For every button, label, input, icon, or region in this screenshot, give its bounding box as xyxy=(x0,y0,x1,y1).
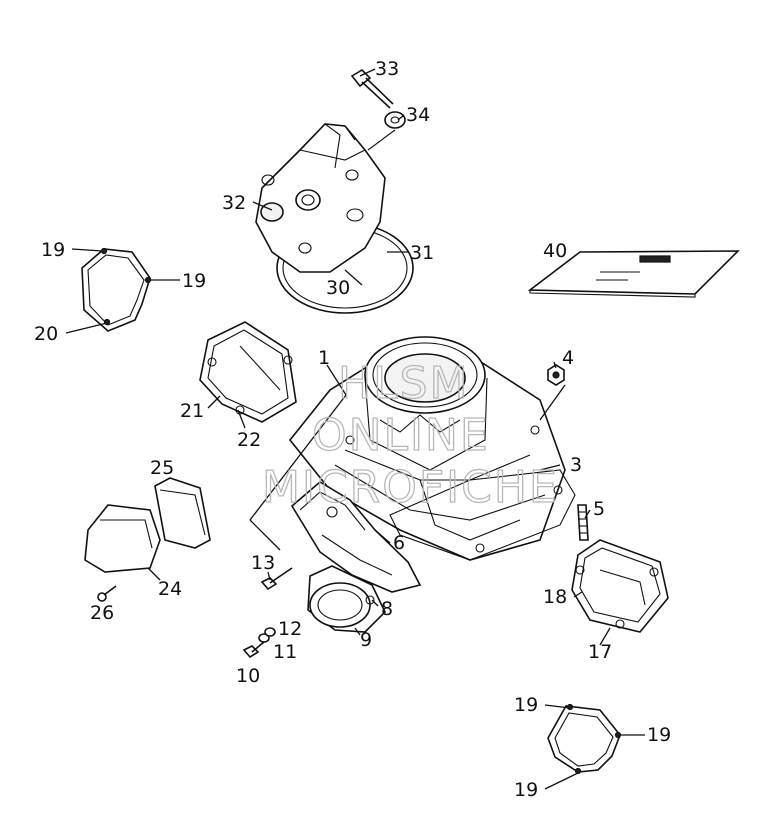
label-24: 24 xyxy=(158,578,182,600)
manual-booklet xyxy=(527,250,740,298)
label-22: 22 xyxy=(237,429,261,451)
label-40: 40 xyxy=(543,240,567,262)
label-9: 9 xyxy=(360,629,372,651)
cylinder-head xyxy=(255,123,396,273)
label-20: 20 xyxy=(34,323,58,345)
leader-lines xyxy=(65,68,645,790)
nut xyxy=(547,364,565,386)
base-gasket xyxy=(389,469,576,561)
screw xyxy=(260,567,293,591)
label-6: 6 xyxy=(393,532,405,554)
label-11: 11 xyxy=(273,641,297,663)
label-33: 33 xyxy=(375,58,399,80)
watermark-line-3: MICROFICHE xyxy=(262,462,559,513)
label-13: 13 xyxy=(251,552,275,574)
label-19-c: 19 xyxy=(514,694,538,716)
label-19-a: 19 xyxy=(41,239,65,261)
label-32: 32 xyxy=(222,192,246,214)
label-31: 31 xyxy=(410,242,434,264)
gasket-bottom-right xyxy=(547,703,622,775)
label-10: 10 xyxy=(236,665,260,687)
label-1: 1 xyxy=(318,347,330,369)
valve-cover xyxy=(571,539,669,633)
watermark-line-1: HLSM xyxy=(338,358,470,409)
label-12: 12 xyxy=(278,618,302,640)
part-labels: 33 34 32 31 30 40 19 19 20 4 1 21 22 3 2… xyxy=(34,58,671,801)
gasket-top-left xyxy=(81,247,152,332)
label-4: 4 xyxy=(562,347,574,369)
reed-cover xyxy=(199,321,297,423)
watermark: HLSM ONLINE MICROFICHE xyxy=(261,357,559,513)
exhaust-flange xyxy=(290,481,422,593)
label-26: 26 xyxy=(90,602,114,624)
airbox-cover xyxy=(84,477,211,573)
airbox-screw xyxy=(97,585,117,602)
label-30: 30 xyxy=(326,277,350,299)
label-3: 3 xyxy=(570,454,582,476)
label-19-e: 19 xyxy=(514,779,538,801)
label-19-d: 19 xyxy=(647,724,671,746)
stud xyxy=(577,504,589,541)
label-21: 21 xyxy=(180,400,204,422)
intake-flange xyxy=(307,565,386,633)
small-bolt xyxy=(242,627,276,659)
watermark-line-2: ONLINE xyxy=(312,410,490,461)
label-17: 17 xyxy=(588,641,612,663)
label-8: 8 xyxy=(381,598,393,620)
label-34: 34 xyxy=(406,104,430,126)
cylinder xyxy=(288,336,566,561)
label-19-b: 19 xyxy=(182,270,206,292)
label-5: 5 xyxy=(593,498,605,520)
label-25: 25 xyxy=(150,457,174,479)
label-18: 18 xyxy=(543,586,567,608)
